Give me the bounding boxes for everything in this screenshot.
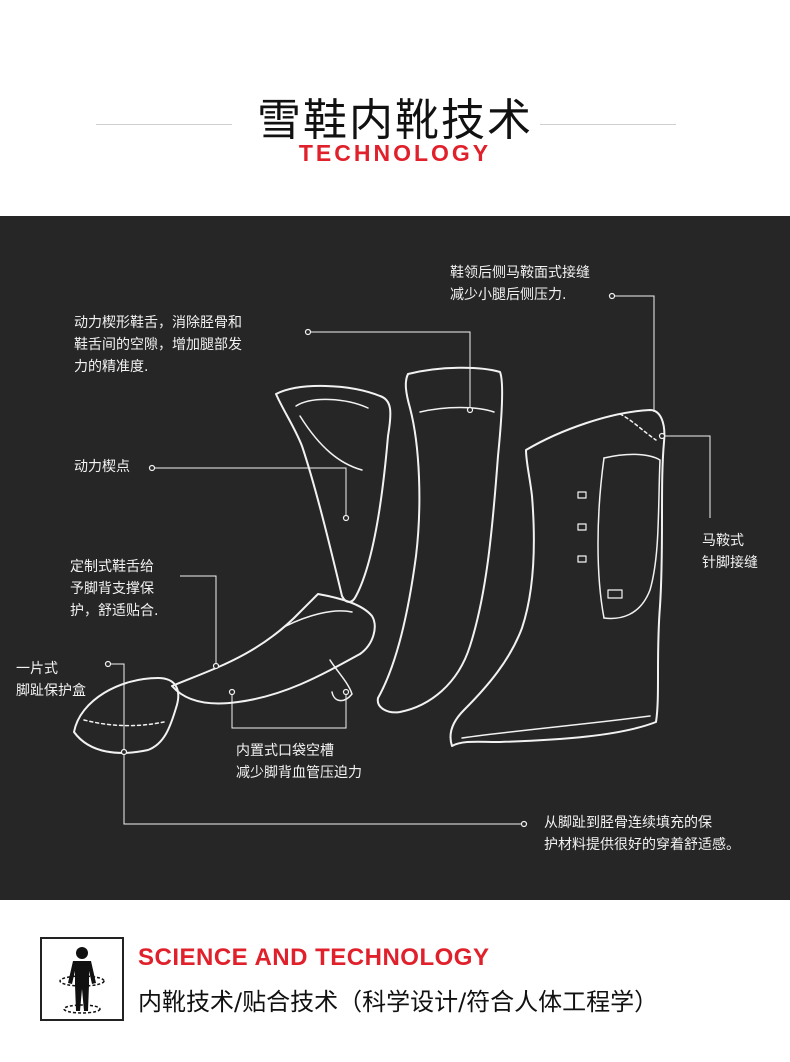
footer-title: SCIENCE AND TECHNOLOGY <box>138 944 489 972</box>
wedge-tongue-shape <box>276 386 390 602</box>
label-saddle-stitch: 马鞍式 针脚接缝 <box>702 530 758 574</box>
label-collar-seam: 鞋领后侧马鞍面式接缝 减少小腿后侧压力. <box>450 262 590 306</box>
page-title: 雪鞋内靴技术 <box>0 84 790 148</box>
liner-body-shape <box>378 368 502 713</box>
label-wedge-point: 动力楔点 <box>74 456 130 478</box>
label-wedge-tongue: 动力楔形鞋舌，消除胫骨和 鞋舌间的空隙，增加腿部发 力的精准度. <box>74 312 242 378</box>
outer-boot-shape <box>451 410 665 746</box>
technology-diagram: 鞋领后侧马鞍面式接缝 减少小腿后侧压力. 动力楔形鞋舌，消除胫骨和 鞋舌间的空隙… <box>0 216 790 900</box>
custom-tongue-shape <box>172 594 375 703</box>
toe-box-shape <box>74 678 178 753</box>
page-subtitle: TECHNOLOGY <box>0 140 790 167</box>
label-toe-box: 一片式 脚趾保护盒 <box>16 658 86 702</box>
label-continuous-fill: 从脚趾到胫骨连续填充的保 护材料提供很好的穿着舒适感。 <box>544 812 740 856</box>
footer-subtitle: 内靴技术/贴合技术（科学设计/符合人体工程学） <box>138 982 658 1017</box>
label-custom-tongue: 定制式鞋舌给 予脚背支撑保 护，舒适贴合. <box>70 556 158 622</box>
header: 雪鞋内靴技术 TECHNOLOGY <box>0 0 790 216</box>
footer: SCIENCE AND TECHNOLOGY 内靴技术/贴合技术（科学设计/符合… <box>0 900 790 1062</box>
label-pocket-slot: 内置式口袋空槽 减少脚背血管压迫力 <box>236 740 362 784</box>
human-body-fit-icon <box>40 937 124 1021</box>
title-divider-right <box>540 124 676 125</box>
